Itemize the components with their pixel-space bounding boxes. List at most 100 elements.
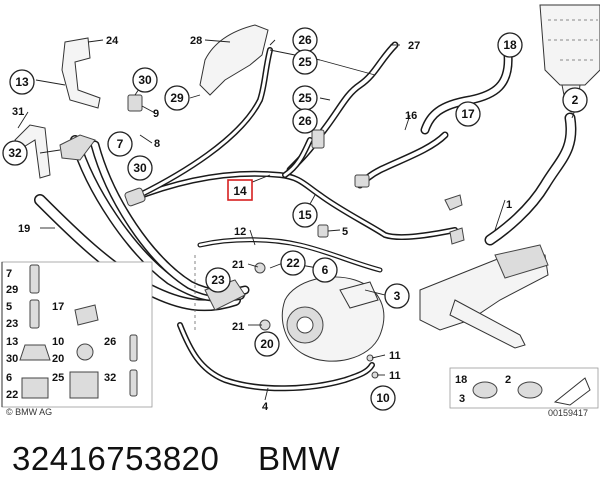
svg-text:30: 30 [6, 353, 18, 365]
callout-32: 32 [2, 140, 28, 166]
callout-11b: 11 [389, 370, 401, 382]
callout-18: 18 [497, 32, 523, 58]
callout-3: 3 [384, 283, 410, 309]
svg-text:25: 25 [52, 372, 64, 384]
svg-text:19: 19 [18, 223, 30, 235]
callout-31: 31 [12, 106, 24, 118]
svg-text:24: 24 [106, 35, 119, 47]
callout-7: 7 [107, 131, 133, 157]
callout-25b: 25 [292, 85, 318, 111]
callout-19: 19 [18, 223, 30, 235]
svg-text:11: 11 [389, 350, 401, 362]
reservoir-drawing [539, 4, 600, 101]
svg-text:4: 4 [262, 401, 269, 413]
svg-text:25: 25 [298, 55, 312, 69]
svg-text:11: 11 [389, 370, 401, 382]
svg-text:31: 31 [12, 106, 24, 118]
callout-30a: 30 [132, 67, 158, 93]
callout-2: 2 [562, 87, 588, 113]
svg-text:6: 6 [322, 263, 329, 277]
legend-left: 7 29 5 23 17 13 30 10 20 26 6 22 25 32 ©… [1, 261, 153, 417]
svg-text:7: 7 [6, 268, 12, 280]
callout-5: 5 [342, 226, 348, 238]
callout-14: 14 [227, 179, 253, 201]
svg-text:16: 16 [405, 110, 417, 122]
svg-text:21: 21 [232, 321, 244, 333]
svg-text:15: 15 [298, 208, 312, 222]
svg-text:26: 26 [104, 336, 116, 348]
svg-text:28: 28 [190, 35, 202, 47]
svg-text:5: 5 [6, 301, 12, 313]
callout-15: 15 [292, 202, 318, 228]
callout-10: 10 [370, 385, 396, 411]
svg-text:26: 26 [298, 33, 312, 47]
callout-21b: 21 [232, 321, 244, 333]
svg-text:17: 17 [52, 301, 64, 313]
callout-29: 29 [164, 85, 190, 111]
pipe-4-drawing [177, 322, 375, 392]
svg-text:18: 18 [455, 374, 467, 386]
svg-text:5: 5 [342, 226, 348, 238]
svg-text:12: 12 [234, 226, 246, 238]
svg-text:26: 26 [298, 114, 312, 128]
svg-text:23: 23 [6, 318, 18, 330]
svg-text:14: 14 [233, 184, 247, 198]
svg-text:13: 13 [6, 336, 18, 348]
svg-text:25: 25 [298, 91, 312, 105]
svg-text:6: 6 [6, 372, 12, 384]
svg-text:21: 21 [232, 259, 244, 271]
callout-13: 13 [9, 69, 35, 95]
svg-text:13: 13 [15, 75, 29, 89]
svg-text:20: 20 [52, 353, 64, 365]
svg-text:1: 1 [506, 199, 512, 211]
svg-text:18: 18 [503, 38, 517, 52]
part-number-caption: 32416753820 BMW [12, 440, 341, 477]
heat-shield-28-drawing [199, 24, 269, 96]
svg-text:3: 3 [394, 289, 401, 303]
svg-text:2: 2 [572, 93, 579, 107]
pump-drawing [281, 276, 385, 362]
svg-text:27: 27 [408, 40, 420, 52]
pipe-14-drawing [124, 47, 458, 241]
svg-text:9: 9 [153, 108, 159, 120]
pipe-12-drawing [194, 237, 383, 330]
callout-22: 22 [280, 250, 306, 276]
callout-17: 17 [455, 101, 481, 127]
svg-text:17: 17 [461, 107, 475, 121]
callout-8: 8 [154, 138, 160, 150]
svg-text:8: 8 [154, 138, 160, 150]
callout-20: 20 [254, 331, 280, 357]
svg-text:00159417: 00159417 [548, 408, 588, 418]
svg-text:32: 32 [8, 146, 22, 160]
callout-6: 6 [312, 257, 338, 283]
callout-25a: 25 [292, 49, 318, 75]
svg-text:29: 29 [170, 91, 184, 105]
svg-text:© BMW AG: © BMW AG [6, 407, 52, 417]
svg-text:32: 32 [104, 372, 116, 384]
svg-text:7: 7 [117, 137, 124, 151]
svg-text:22: 22 [6, 389, 18, 401]
fitting-drawings [127, 94, 465, 379]
callout-26a: 26 [292, 27, 318, 53]
svg-text:10: 10 [52, 336, 64, 348]
callout-16: 16 [405, 110, 417, 122]
hose-1-drawing [484, 112, 577, 246]
bracket-drawings [14, 37, 101, 179]
callout-30b: 30 [127, 155, 153, 181]
callout-9: 9 [153, 108, 159, 120]
svg-text:3: 3 [459, 393, 465, 405]
svg-text:10: 10 [376, 391, 390, 405]
callout-23: 23 [205, 267, 231, 293]
svg-text:30: 30 [133, 161, 147, 175]
callout-21a: 21 [232, 259, 244, 271]
callout-26b: 26 [292, 108, 318, 134]
callout-28: 28 [190, 35, 202, 47]
legend-right: 18 3 2 00159417 [449, 367, 599, 418]
svg-text:22: 22 [286, 256, 300, 270]
callout-24: 24 [106, 35, 119, 47]
parts-diagram: 24 13 31 32 19 28 26 25 27 18 30 29 9 [1, 4, 600, 418]
steering-gear-drawing [419, 244, 549, 349]
callout-12: 12 [234, 226, 246, 238]
callout-11a: 11 [389, 350, 401, 362]
svg-text:29: 29 [6, 284, 18, 296]
